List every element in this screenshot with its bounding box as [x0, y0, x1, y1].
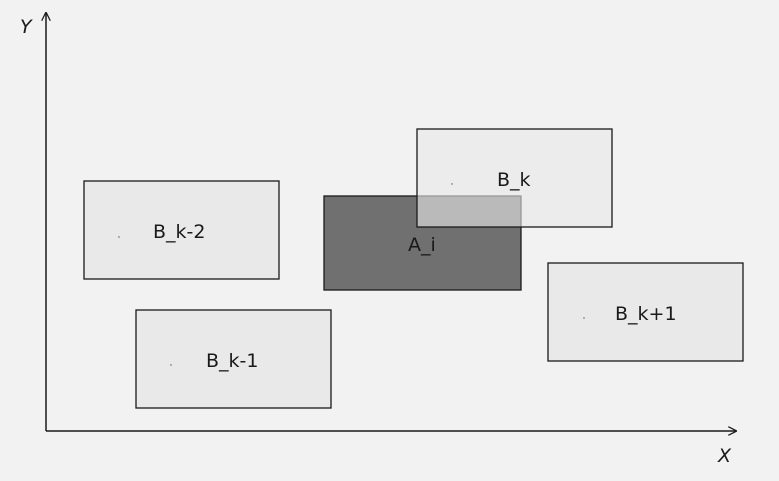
box-label: B_k-1: [206, 350, 258, 372]
center-dot: [170, 364, 172, 366]
y-axis-label: Y: [20, 16, 33, 38]
box-b-k-plus-1: B_k+1: [547, 262, 744, 362]
center-dot: [583, 317, 585, 319]
box-label: B_k-2: [153, 221, 205, 243]
box-rect: [135, 309, 332, 409]
x-axis-label: X: [717, 445, 732, 467]
center-dot: [451, 183, 453, 185]
box-b-k-minus-1: B_k-1: [135, 309, 332, 409]
box-rect: [416, 128, 613, 228]
center-dot: [118, 236, 120, 238]
box-rect: [83, 180, 280, 280]
box-b-k-minus-2: B_k-2: [83, 180, 280, 280]
box-label: B_k+1: [615, 303, 677, 325]
box-label: A_i: [408, 234, 436, 256]
box-b-k: B_k: [416, 128, 613, 228]
box-rect: [547, 262, 744, 362]
box-label: B_k: [497, 169, 531, 191]
